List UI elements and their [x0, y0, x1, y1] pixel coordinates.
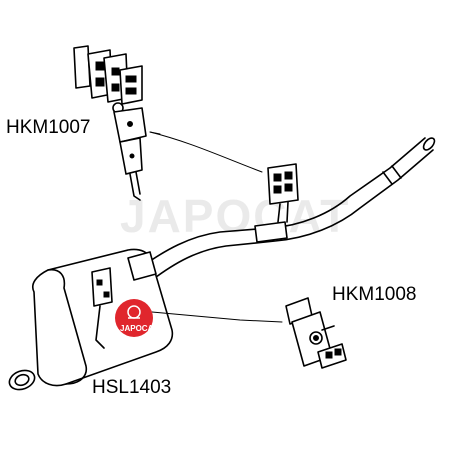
japocat-logo: JAPOCAT [115, 299, 158, 337]
leader-lines [149, 131, 283, 323]
mounting-kit-hkm1008 [285, 297, 347, 369]
part-label-hkm1008: HKM1008 [332, 284, 417, 305]
part-label-hkm1007: HKM1007 [6, 117, 91, 138]
silencer-box [8, 248, 174, 391]
mounting-kit-hkm1007 [73, 45, 147, 201]
watermark: JAPOCAT [120, 190, 350, 242]
part-label-hsl1403: HSL1403 [92, 377, 171, 398]
pipe-hanger-bracket [267, 163, 299, 223]
exhaust-pipe [139, 137, 436, 281]
logo-text: JAPOCAT [120, 324, 158, 333]
